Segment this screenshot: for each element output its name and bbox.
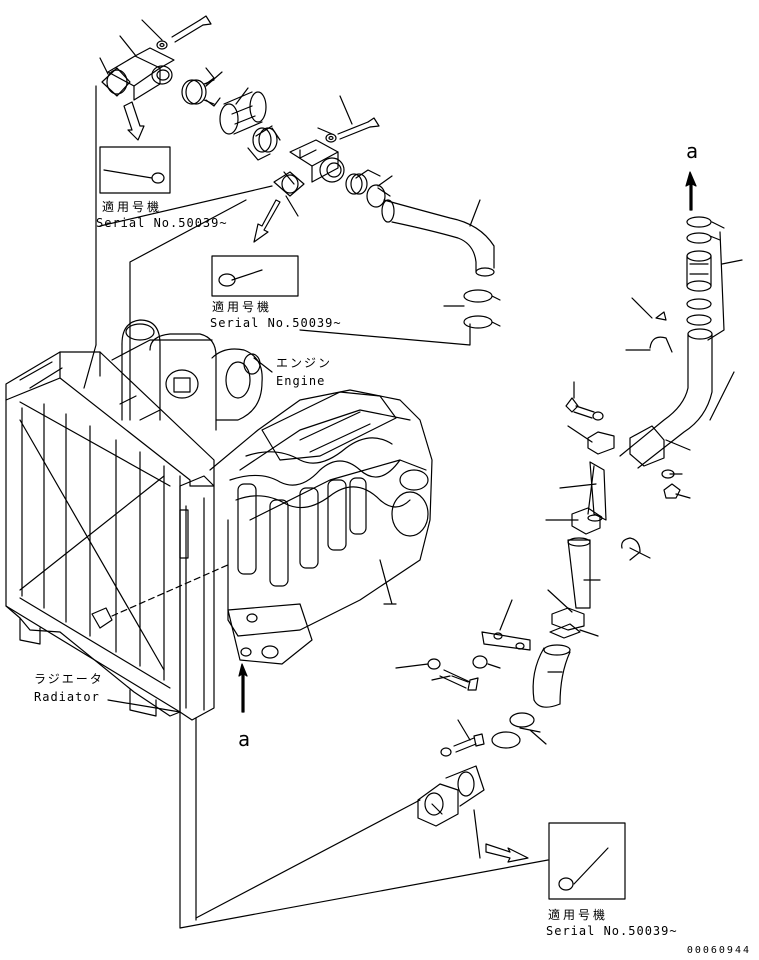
engine-label-jp: エンジン <box>276 356 333 370</box>
engine-body <box>121 319 433 665</box>
callout-1-serial: Serial No.50039~ <box>96 216 228 230</box>
arrow-down-1 <box>123 101 145 141</box>
bolt-top <box>156 15 212 50</box>
upper-intake-assembly <box>99 15 501 329</box>
callout-2-serial: Serial No.50039~ <box>210 316 342 330</box>
elbow-flange-1 <box>101 47 175 101</box>
clamp-1 <box>181 67 221 107</box>
clamp-2 <box>247 127 281 161</box>
radiator-body <box>5 339 231 721</box>
radiator-label-jp: ラジエータ <box>34 672 104 686</box>
arrow-up-top <box>685 171 697 211</box>
engine-label-en: Engine <box>276 374 326 388</box>
callout-box-2 <box>211 199 299 297</box>
callout-1-title: 適用号機 <box>102 200 163 214</box>
callout-box-3 <box>485 822 626 900</box>
arrow-right <box>485 843 529 863</box>
callout-3-title: 適用号機 <box>548 908 609 922</box>
long-hose <box>381 199 495 277</box>
drawing-number: 00060944 <box>686 945 751 956</box>
clamp-3 <box>345 169 391 208</box>
bolt-mid <box>325 117 380 143</box>
elbow-flange-2 <box>273 139 345 197</box>
callout-box-1 <box>99 101 171 194</box>
callout-3-serial: Serial No.50039~ <box>546 924 678 938</box>
right-pipe-assembly <box>195 171 743 919</box>
clamp-4 <box>463 289 501 329</box>
callout-2-title: 適用号機 <box>212 300 273 314</box>
radiator-label-en: Radiator <box>34 690 100 704</box>
arrow-down-2 <box>253 199 281 243</box>
ref-letter-top: a <box>686 139 700 163</box>
ref-letter-bottom: a <box>238 727 252 751</box>
arrow-up-bottom <box>238 663 248 713</box>
hose-1 <box>219 91 267 135</box>
